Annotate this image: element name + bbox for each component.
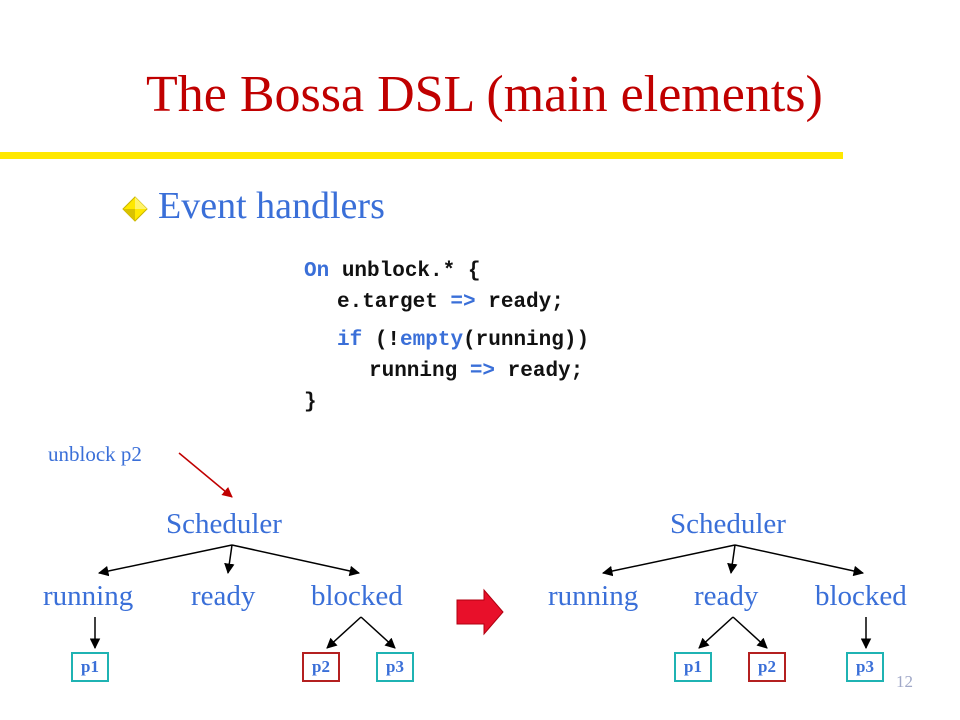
code-operator: => — [450, 291, 476, 314]
diamond-bullet-icon — [122, 196, 148, 222]
code-text: unblock.* { — [329, 260, 481, 283]
state-running-before: running — [43, 580, 134, 612]
code-operator: => — [469, 360, 496, 383]
code-line-5: } — [304, 391, 317, 414]
code-text: e.target — [337, 291, 451, 314]
state-blocked-after: blocked — [815, 580, 907, 612]
scheduler-label-after: Scheduler — [670, 508, 786, 540]
state-running-after: running — [548, 580, 639, 612]
code-keyword: empty — [400, 329, 464, 352]
scheduler-label-before: Scheduler — [166, 508, 282, 540]
slide-title: The Bossa DSL (main elements) — [146, 66, 823, 123]
event-arrow — [178, 452, 233, 498]
code-keyword: On — [304, 260, 330, 283]
state-ready-before: ready — [191, 580, 256, 612]
code-text: ready; — [475, 291, 564, 314]
process-box-p3-before: p3 — [376, 652, 414, 682]
page-number: 12 — [896, 672, 913, 691]
code-text: (running)) — [463, 329, 590, 352]
event-label: unblock p2 — [48, 442, 142, 466]
code-text: ready; — [495, 360, 584, 383]
process-box-p2-before: p2 — [302, 652, 340, 682]
code-line-4: running => ready; — [369, 361, 583, 382]
process-box-p2-after: p2 — [748, 652, 786, 682]
bullet-event-handlers: Event handlers — [158, 185, 385, 227]
process-box-p3-after: p3 — [846, 652, 884, 682]
state-ready-after: ready — [694, 580, 759, 612]
state-blocked-before: blocked — [311, 580, 403, 612]
code-text: running — [369, 360, 470, 383]
code-keyword: if — [337, 329, 363, 352]
code-text: (! — [362, 329, 401, 352]
transition-arrow-icon — [456, 588, 504, 636]
process-box-p1-after: p1 — [674, 652, 712, 682]
code-line-3: if (!empty(running)) — [337, 330, 589, 351]
title-underline — [0, 152, 843, 159]
code-line-1: On unblock.* { — [304, 261, 480, 282]
process-box-p1-before: p1 — [71, 652, 109, 682]
code-line-2: e.target => ready; — [337, 292, 564, 313]
